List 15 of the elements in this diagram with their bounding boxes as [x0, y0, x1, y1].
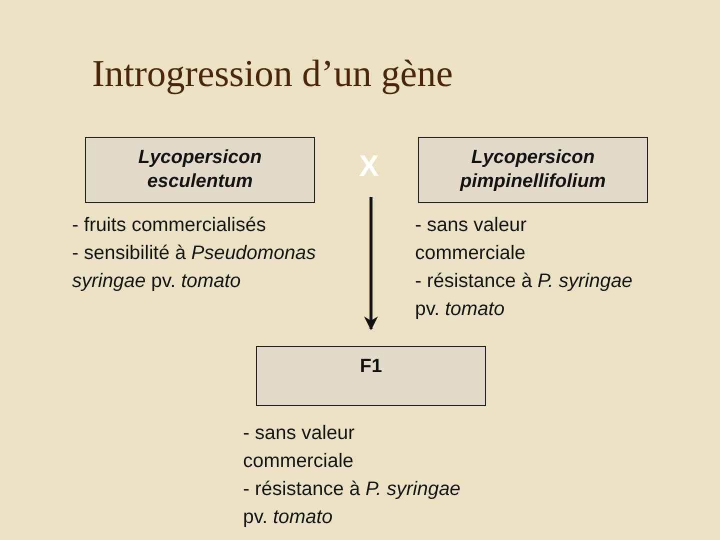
slide-title: Introgression d’un gène [92, 52, 453, 96]
trait-note: - sans valeur commerciale [243, 421, 356, 474]
species-box [418, 137, 648, 203]
trait-note: - fruits commercialisés [72, 213, 267, 238]
trait-note: - sensibilité à Pseudomonas syringae pv. tomato [72, 241, 317, 294]
species-box [85, 137, 315, 203]
box-label: Lycopersicon pimpinellifolium [458, 146, 607, 194]
trait-note: - sans valeur commerciale [415, 213, 528, 266]
box-label: F1 [360, 355, 382, 379]
species-box [256, 346, 486, 406]
trait-note: - résistance à P. syringae pv. tomato [415, 269, 634, 322]
trait-note: - résistance à P. syringae pv. tomato [243, 477, 462, 530]
box-label: Lycopersicon esculentum [137, 146, 263, 194]
cross-sign: X [359, 150, 380, 184]
arrow [364, 197, 378, 330]
